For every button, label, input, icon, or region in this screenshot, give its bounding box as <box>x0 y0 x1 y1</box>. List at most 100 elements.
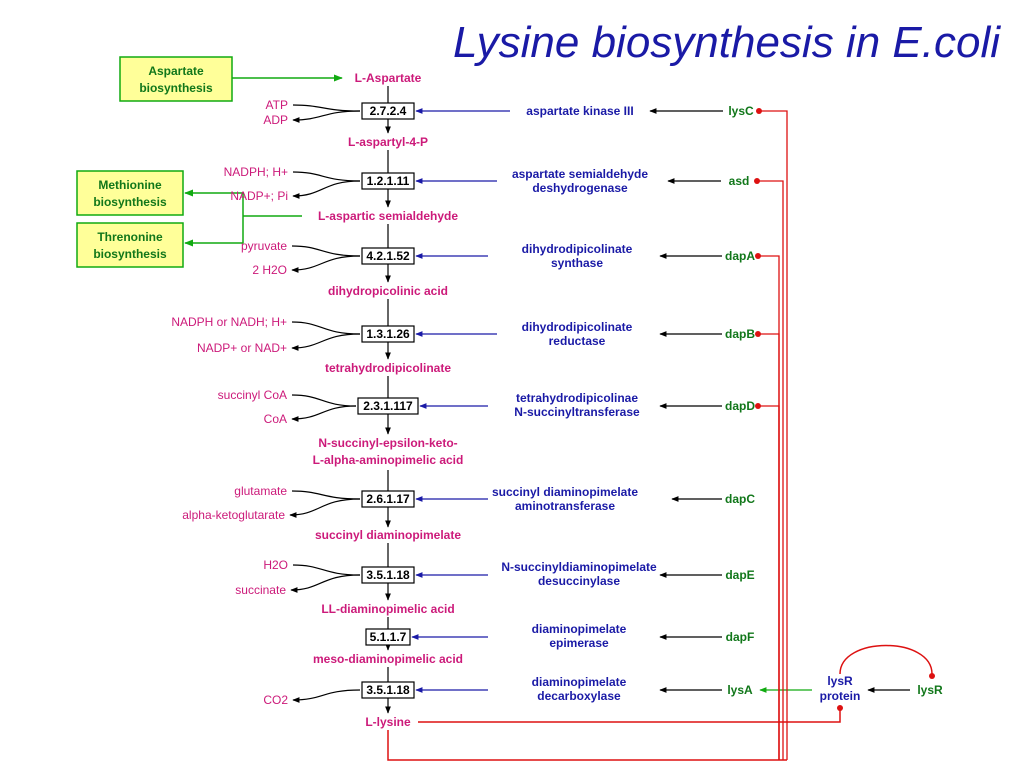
feedback-line <box>758 255 780 760</box>
cosubstrate-label: glutamate <box>234 484 287 498</box>
ec-box <box>361 172 415 190</box>
metabolite-succinyl-diaminopimelate: succinyl diaminopimelate <box>315 528 461 542</box>
cosubstrate-curve <box>292 564 361 576</box>
enzyme-label: dihydrodipicolinate <box>522 320 633 334</box>
lysr-gene-label: lysR <box>917 683 943 697</box>
gene-label-dapa: dapA <box>725 249 755 263</box>
coproduct-label: CoA <box>264 412 287 426</box>
coproduct-curve <box>291 333 361 351</box>
enzyme-label: aspartate semialdehyde <box>512 167 648 181</box>
feedback-line <box>758 333 780 760</box>
metabolite-l-lysine: L-lysine <box>365 715 411 729</box>
cosubstrate-curve <box>291 321 361 335</box>
cosubstrate-curve <box>291 490 361 500</box>
cosubstrate-curve <box>292 171 361 182</box>
cosubstrate-label: pyruvate <box>241 239 287 253</box>
aspartate-biosynthesis-label-2: biosynthesis <box>139 81 213 95</box>
threonine-branch-arrow <box>184 216 244 247</box>
ec-number: 2.7.2.4 <box>370 104 407 118</box>
gene-label-lysa: lysA <box>727 683 753 697</box>
ec-box <box>361 102 415 120</box>
ec-box <box>361 490 415 508</box>
enzyme-label: N-succinyltransferase <box>514 405 640 419</box>
cosubstrate-curve <box>291 394 357 407</box>
coproduct-label: NADP+; Pi <box>230 189 288 203</box>
threonine-biosynthesis-box <box>76 222 184 268</box>
enzyme-label: epimerase <box>549 636 609 650</box>
coproduct-curve <box>291 405 357 422</box>
ec-number: 4.2.1.52 <box>366 249 410 263</box>
lysr-protein-label-2: protein <box>820 689 861 703</box>
cosubstrate-label: ATP <box>266 98 288 112</box>
cosubstrate-curve <box>292 104 361 112</box>
gene-label-dapd: dapD <box>725 399 755 413</box>
metabolite-l-aspartate: L-Aspartate <box>355 71 422 85</box>
aspartate-biosynthesis-label-1: Aspartate <box>148 64 204 78</box>
ec-box <box>357 397 419 415</box>
coproduct-label: succinate <box>235 583 286 597</box>
coproduct-label: 2 H2O <box>252 263 287 277</box>
enzyme-label: tetrahydrodipicolinae <box>516 391 638 405</box>
coproduct-curve <box>291 255 361 273</box>
gene-label-dapc: dapC <box>725 492 755 506</box>
enzyme-label: decarboxylase <box>537 689 621 703</box>
enzyme-label: reductase <box>549 334 606 348</box>
gene-label-dapf: dapF <box>726 630 755 644</box>
coproduct-curve <box>290 574 361 593</box>
ec-box <box>361 566 415 584</box>
threonine-biosynthesis-label-2: biosynthesis <box>93 247 167 261</box>
coproduct-label: NADP+ or NAD+ <box>197 341 287 355</box>
metabolite-l-aspartyl-4-p: L-aspartyl-4-P <box>348 135 428 149</box>
metabolite-ll-diaminopimelic-acid: LL-diaminopimelic acid <box>321 602 454 616</box>
page-title: Lysine biosynthesis in E.coli <box>453 18 1001 67</box>
metabolite-n-succinyl-keto-2: L-alpha-aminopimelic acid <box>313 453 464 467</box>
ec-box <box>361 681 415 699</box>
enzyme-label: diaminopimelate <box>532 622 627 636</box>
feedback-line <box>758 405 780 760</box>
coproduct-curve <box>292 689 361 703</box>
enzyme-label: deshydrogenase <box>532 181 628 195</box>
metabolite-dihydropicolinic-acid: dihydropicolinic acid <box>328 284 448 298</box>
gene-label-asd: asd <box>729 174 750 188</box>
aspartate-biosynthesis-box <box>119 56 233 102</box>
enzyme-label: aminotransferase <box>515 499 615 513</box>
methionine-biosynthesis-box <box>76 170 184 216</box>
ec-box <box>361 247 415 265</box>
enzyme-label: dihydrodipicolinate <box>522 242 633 256</box>
lysine-feedback-trunk <box>387 730 787 761</box>
enzyme-label: synthase <box>551 256 603 270</box>
ec-number: 3.5.1.18 <box>366 683 410 697</box>
lysr-protein-dot <box>837 705 843 711</box>
cosubstrate-label: succinyl CoA <box>218 388 287 402</box>
coproduct-label: ADP <box>263 113 288 127</box>
metabolite-n-succinyl-keto-1: N-succinyl-epsilon-keto- <box>318 436 457 450</box>
metabolite-meso-diaminopimelic-acid: meso-diaminopimelic acid <box>313 652 463 666</box>
coproduct-curve <box>289 498 361 518</box>
gene-label-dape: dapE <box>725 568 754 582</box>
gene-label-dapb: dapB <box>725 327 755 341</box>
ec-box <box>361 325 415 343</box>
feedback-line <box>759 110 788 760</box>
gene-label-lysc: lysC <box>728 104 754 118</box>
enzyme-label: succinyl diaminopimelate <box>492 485 638 499</box>
methionine-biosynthesis-label-2: biosynthesis <box>93 195 167 209</box>
feedback-line <box>757 180 784 760</box>
enzyme-label: diaminopimelate <box>532 675 627 689</box>
lysr-autoregulation-arc <box>839 644 933 675</box>
threonine-biosynthesis-label-1: Threnonine <box>97 230 163 244</box>
ec-number: 1.2.1.11 <box>367 174 410 188</box>
cosubstrate-label: NADPH; H+ <box>224 165 288 179</box>
lysine-activates-lysr-line <box>418 708 841 723</box>
static-elements: Aspartate biosynthesis Methionine biosyn… <box>76 56 943 723</box>
enzyme-label: aspartate kinase III <box>526 104 633 118</box>
coproduct-label: alpha-ketoglutarate <box>182 508 285 522</box>
lysr-protein-label-1: lysR <box>827 674 853 688</box>
metabolite-l-aspartic-semialdehyde: L-aspartic semialdehyde <box>318 209 458 223</box>
methionine-biosynthesis-label-1: Methionine <box>98 178 162 192</box>
metabolite-tetrahydrodipicolinate: tetrahydrodipicolinate <box>325 361 451 375</box>
cosubstrate-label: NADPH or NADH; H+ <box>171 315 287 329</box>
methionine-branch-arrow <box>184 189 244 216</box>
enzyme-label: desuccinylase <box>538 574 620 588</box>
coproduct-curve <box>292 110 361 123</box>
